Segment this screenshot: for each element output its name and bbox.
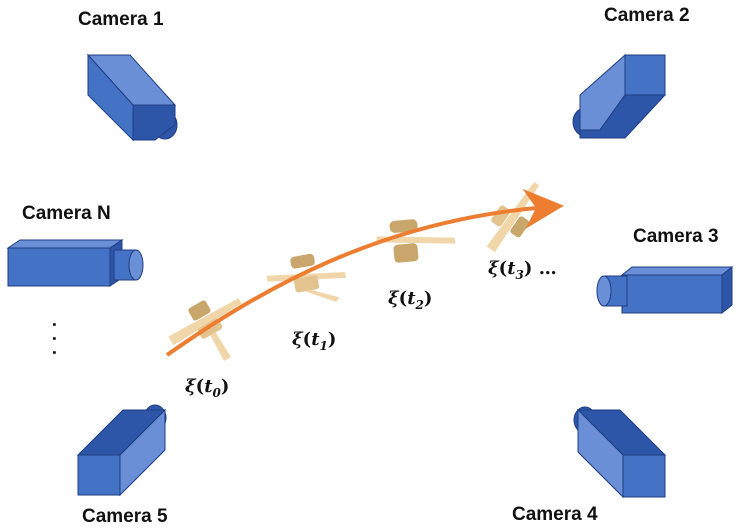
camera-3-label: Camera 3 — [633, 226, 719, 247]
camera-2-icon — [572, 53, 667, 139]
pose-label-1: ξ(t1) — [292, 329, 336, 353]
camera-1-label: Camera 1 — [78, 9, 164, 30]
object-pose-1 — [266, 253, 347, 302]
camera-3-icon — [596, 265, 734, 315]
camera-n-icon — [6, 239, 144, 287]
camera-4-label: Camera 4 — [512, 504, 598, 525]
camera-4-icon — [573, 406, 667, 499]
pose-label-2: ξ(t2) — [388, 288, 432, 312]
camera-1-icon — [86, 53, 178, 142]
pose-label-0: ξ(t0) — [185, 376, 229, 400]
pose-label-3: ξ(t3) … — [488, 258, 557, 282]
object-pose-3 — [486, 181, 540, 253]
object-pose-0 — [168, 298, 242, 361]
trajectory-arrow — [165, 188, 564, 357]
camera-2-label: Camera 2 — [604, 5, 690, 26]
camera-5-label: Camera 5 — [82, 506, 168, 527]
camera-5-icon — [76, 404, 167, 497]
camera-n-label: Camera N — [22, 203, 111, 224]
more-cameras-ellipsis: . . . — [49, 322, 69, 358]
